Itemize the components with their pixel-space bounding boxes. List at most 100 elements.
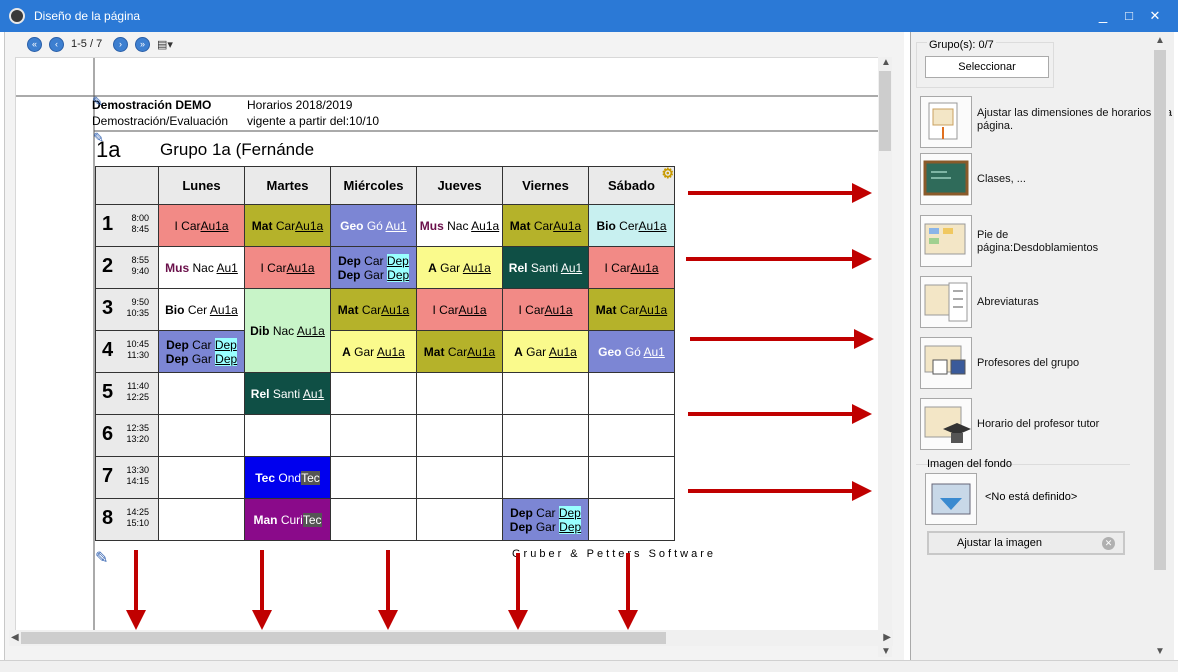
subject: I [174, 218, 178, 233]
teacher: Gar [354, 344, 375, 359]
room: Au1 [385, 218, 407, 233]
room: Au1a [638, 218, 667, 233]
lesson-cell[interactable]: I CarAu1a [502, 288, 589, 331]
empty-cell[interactable] [588, 372, 675, 415]
group-teachers-button[interactable] [920, 337, 972, 389]
edit-pencil-icon[interactable]: ✎ [95, 550, 109, 567]
background-image-button[interactable] [925, 473, 977, 525]
lesson-cell[interactable]: A Gar Au1a [502, 330, 589, 373]
empty-cell[interactable] [330, 372, 417, 415]
scroll-up-icon[interactable]: ▲ [1155, 35, 1165, 46]
scroll-down-icon[interactable]: ▼ [881, 646, 891, 657]
empty-cell[interactable] [416, 414, 503, 457]
period-end: 14:15 [126, 476, 149, 486]
timetable: Lunes Martes Miércoles Jueves Viernes Sá… [95, 166, 675, 541]
lesson-cell[interactable]: Mat CarAu1a [416, 330, 503, 373]
subject: Geo [340, 218, 364, 233]
period-number: 1 [102, 213, 114, 235]
lesson-cell[interactable]: Man CuriTec [244, 498, 331, 541]
lesson-cell[interactable]: A Gar Au1a [416, 246, 503, 289]
close-button[interactable]: ✕ [1149, 8, 1161, 23]
panel-scrollbar[interactable]: ▲ ▼ [1151, 32, 1169, 660]
edit-pencil-icon[interactable]: ✎ [92, 94, 103, 109]
subject: Dep [510, 505, 533, 520]
empty-cell[interactable] [502, 414, 589, 457]
lesson-cell[interactable]: Mus Nac Au1 [158, 246, 245, 289]
empty-cell[interactable] [588, 498, 675, 541]
scroll-left-icon[interactable]: ◀ [11, 632, 19, 643]
status-bar [0, 660, 1178, 672]
edit-pencil-icon[interactable]: ✎ [93, 130, 104, 145]
vertical-scroll-thumb[interactable] [879, 71, 891, 151]
minimize-button[interactable]: _ [1098, 7, 1108, 24]
tutor-schedule-button[interactable] [920, 398, 972, 450]
empty-cell[interactable] [158, 372, 245, 415]
corner-cell [95, 166, 159, 205]
lesson-cell[interactable]: Rel Santi Au1 [502, 246, 589, 289]
lesson-cell[interactable]: Geo Gó Au1 [588, 330, 675, 373]
lesson-cell[interactable]: Bio CerAu1a [588, 204, 675, 247]
room: Au1a [295, 218, 324, 233]
horizontal-scrollbar[interactable]: ◀ ▶ [9, 630, 893, 646]
empty-cell[interactable] [588, 414, 675, 457]
lesson-cell[interactable]: Mat CarAu1a [588, 288, 675, 331]
lesson-cell[interactable]: Mat CarAu1a [244, 204, 331, 247]
vertical-scrollbar[interactable]: ▲ ▼ [878, 57, 892, 657]
empty-cell[interactable] [330, 498, 417, 541]
abbreviations-button[interactable] [920, 276, 972, 328]
panel-scroll-thumb[interactable] [1154, 50, 1166, 570]
horizontal-scroll-thumb[interactable] [21, 632, 666, 644]
lesson-cell[interactable]: Mat CarAu1a [502, 204, 589, 247]
lesson-cell[interactable]: I CarAu1a [416, 288, 503, 331]
scroll-down-icon[interactable]: ▼ [1155, 646, 1165, 657]
lesson-cell[interactable]: A Gar Au1a [330, 330, 417, 373]
empty-cell[interactable] [588, 456, 675, 499]
lesson-cell[interactable]: Bio Cer Au1a [158, 288, 245, 331]
fit-page-button[interactable] [920, 96, 972, 148]
footer-split-button[interactable] [920, 215, 972, 267]
empty-cell[interactable] [330, 414, 417, 457]
day-header: Martes [244, 166, 331, 205]
lesson-cell[interactable]: Rel Santi Au1 [244, 372, 331, 415]
teacher: Car [619, 302, 640, 317]
lesson-cell[interactable]: Mat CarAu1a [330, 288, 417, 331]
empty-cell[interactable] [158, 456, 245, 499]
lesson-cell[interactable]: I CarAu1a [158, 204, 245, 247]
lesson-cell[interactable]: Mus Nac Au1a [416, 204, 503, 247]
empty-cell[interactable] [158, 414, 245, 457]
empty-cell[interactable] [330, 456, 417, 499]
classes-button[interactable] [920, 153, 972, 205]
lesson-cell[interactable]: Dib Nac Au1a [244, 288, 331, 373]
subject: Rel [250, 386, 270, 401]
subject: Man [253, 512, 278, 527]
empty-cell[interactable] [416, 456, 503, 499]
scroll-up-icon[interactable]: ▲ [881, 57, 891, 68]
prev-page-icon[interactable]: ‹ [49, 37, 64, 52]
view-menu-icon[interactable]: ▤▾ [157, 39, 173, 51]
empty-cell[interactable] [416, 372, 503, 415]
maximize-button[interactable]: □ [1125, 8, 1133, 23]
footer-credit: Gruber & Petters Software [512, 548, 716, 560]
select-button[interactable]: Seleccionar [925, 56, 1049, 78]
empty-cell[interactable] [502, 372, 589, 415]
next-page-icon[interactable]: › [113, 37, 128, 52]
lesson-cell[interactable]: I CarAu1a [588, 246, 675, 289]
gear-icon[interactable]: ⚙ [661, 166, 674, 182]
empty-cell[interactable] [416, 498, 503, 541]
scroll-right-icon[interactable]: ▶ [883, 632, 891, 643]
adjust-image-button[interactable]: Ajustar la imagen✕ [927, 531, 1125, 555]
clear-icon[interactable]: ✕ [1102, 537, 1115, 550]
empty-cell[interactable] [158, 498, 245, 541]
footer-split-icon [924, 223, 966, 255]
last-page-icon[interactable]: » [135, 37, 150, 52]
lesson-cell[interactable]: Tec OndTec [244, 456, 331, 499]
empty-cell[interactable] [502, 456, 589, 499]
first-page-icon[interactable]: « [27, 37, 42, 52]
lesson-cell[interactable]: I CarAu1a [244, 246, 331, 289]
empty-cell[interactable] [244, 414, 331, 457]
lesson-cell[interactable]: Geo Gó Au1 [330, 204, 417, 247]
